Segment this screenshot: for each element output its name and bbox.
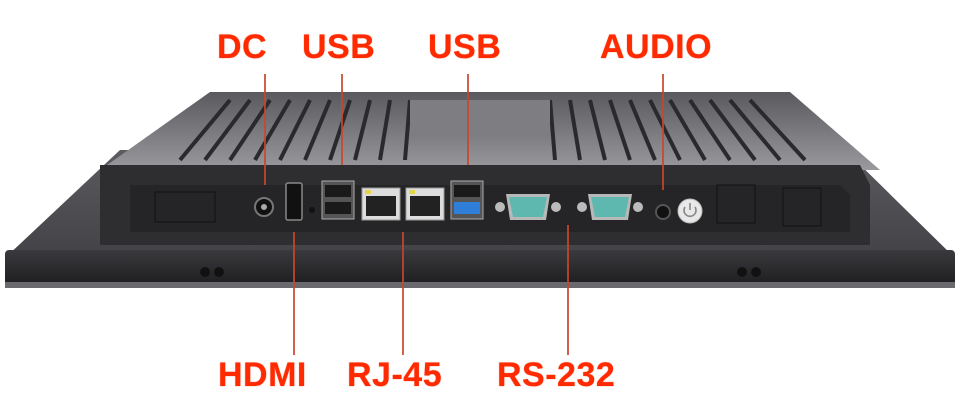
leader-line-audio	[662, 74, 664, 190]
leader-line-hdmi	[293, 232, 295, 355]
leader-line-rs232	[567, 225, 569, 355]
label-usb-left: USB	[302, 28, 376, 66]
label-audio: AUDIO	[600, 28, 713, 66]
leader-line-usb-right	[467, 74, 469, 165]
io-chassis	[100, 165, 870, 245]
rj45-port-2	[405, 187, 445, 221]
power-icon	[683, 206, 697, 218]
heatsink	[100, 92, 880, 170]
label-usb-right: USB	[428, 28, 502, 66]
rj45-port-1	[361, 187, 401, 221]
audio-jack	[655, 204, 671, 220]
power-button[interactable]	[677, 198, 703, 224]
reset-pinhole	[309, 207, 315, 213]
label-rs232: RS-232	[497, 356, 616, 394]
dc-jack	[254, 197, 274, 217]
usb-port-pair-right	[450, 180, 484, 220]
label-rj45: RJ-45	[347, 356, 443, 394]
label-dc: DC	[217, 28, 268, 66]
usb-port-pair-left	[321, 180, 355, 220]
rs232-port-1	[495, 194, 561, 220]
label-hdmi: HDMI	[218, 356, 307, 394]
leader-line-usb-left	[341, 74, 343, 165]
rs232-port-2	[577, 194, 643, 220]
leader-line-dc	[264, 74, 266, 185]
leader-line-rj45	[402, 232, 404, 355]
hdmi-port	[285, 182, 303, 221]
